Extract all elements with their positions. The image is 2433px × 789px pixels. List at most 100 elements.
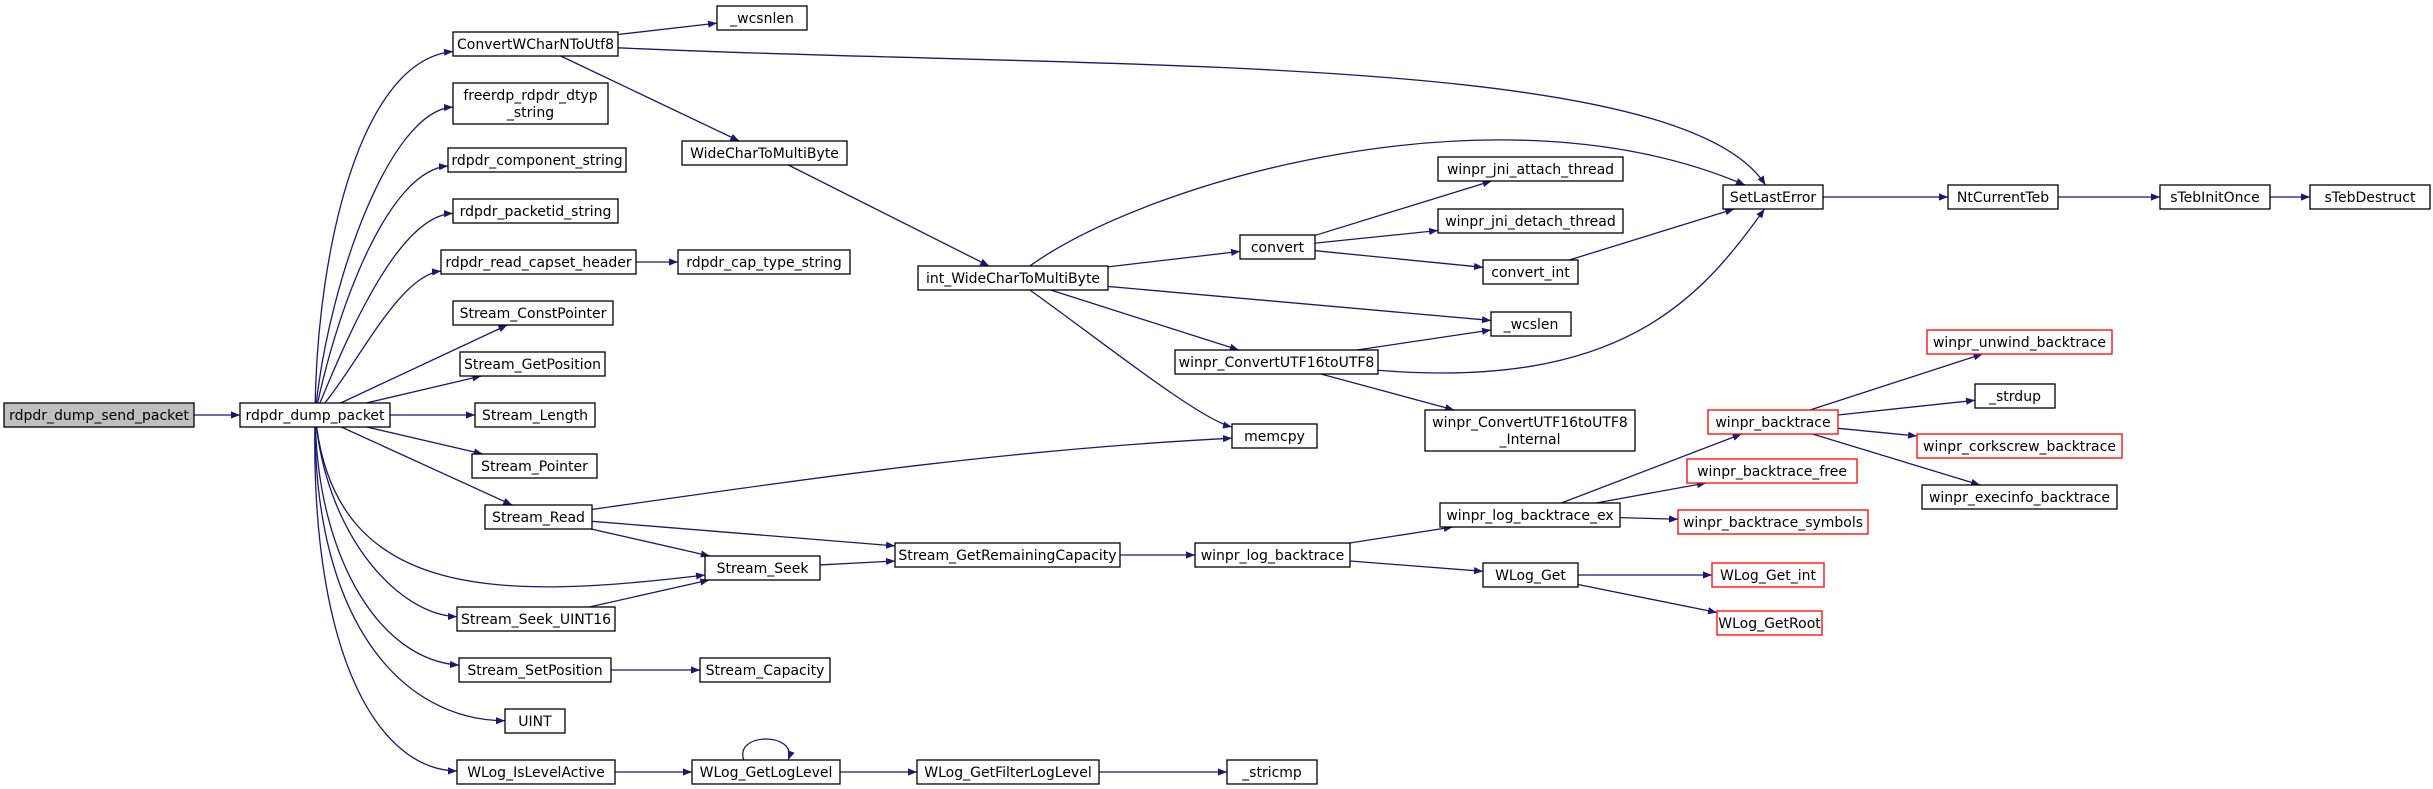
node-box — [699, 657, 831, 683]
node-label: winpr_ConvertUTF16toUTF8 — [1179, 355, 1375, 371]
edge-winpr_log_backtrace_ex-to-winpr_backtrace_symbols — [1619, 515, 1679, 523]
node-label: _wcsnlen — [729, 11, 794, 27]
node-winpr_log_backtrace[interactable]: winpr_log_backtrace — [1194, 542, 1351, 568]
node-label: winpr_backtrace_free — [1697, 464, 1847, 480]
edge-rdpdr_dump_packet-to-Stream_Seek — [315, 426, 706, 588]
edge — [1320, 373, 1455, 412]
node-SetLastError[interactable]: SetLastError — [1722, 184, 1824, 210]
node-_stricmp[interactable]: _stricmp — [1226, 759, 1318, 785]
node-_wcslen[interactable]: _wcslen — [1490, 311, 1572, 337]
node-label: rdpdr_dump_send_packet — [9, 408, 189, 424]
node-label: Stream_Read — [492, 510, 585, 526]
node-UINT[interactable]: UINT — [504, 708, 566, 734]
node-label: freerdp_rdpdr_dtyp — [463, 88, 597, 104]
node-Stream_Seek[interactable]: Stream_Seek — [704, 555, 821, 581]
edge-winpr_backtrace-to-_strdup — [1837, 397, 1976, 416]
edge-winpr_ConvertUTF16toUTF8-to-winpr_ConvertUTF16toUTF8_Internal — [1320, 373, 1455, 412]
node-label: UINT — [518, 714, 552, 730]
edge-int_WideCharToMultiByte-to-memcpy — [1029, 289, 1233, 429]
edge-winpr_backtrace-to-winpr_corkscrew_backtrace — [1837, 427, 1918, 439]
node-int_WideCharToMultiByte[interactable]: int_WideCharToMultiByte — [917, 265, 1109, 291]
node-ConvertWCharNToUtf8[interactable]: ConvertWCharNToUtf8 — [452, 31, 619, 57]
node-Stream_ConstPointer[interactable]: Stream_ConstPointer — [452, 300, 614, 326]
node-winpr_unwind_backtrace[interactable]: winpr_unwind_backtrace — [1926, 329, 2113, 355]
node-box — [1926, 329, 2113, 355]
node-WLog_GetLogLevel[interactable]: WLog_GetLogLevel — [691, 759, 841, 785]
edge — [1029, 289, 1233, 429]
node-winpr_jni_attach_thread[interactable]: winpr_jni_attach_thread — [1437, 156, 1624, 182]
node-winpr_log_backtrace_ex[interactable]: winpr_log_backtrace_ex — [1439, 502, 1621, 528]
node-rdpdr_dump_send_packet[interactable]: rdpdr_dump_send_packet — [3, 402, 195, 428]
node-label: _stricmp — [1241, 765, 1302, 781]
edge — [319, 210, 454, 404]
node-Stream_Length[interactable]: Stream_Length — [474, 402, 596, 428]
node-convert_int[interactable]: convert_int — [1482, 259, 1579, 285]
node-label: WLog_Get_int — [1720, 568, 1817, 584]
node-rdpdr_cap_type_string[interactable]: rdpdr_cap_type_string — [677, 249, 851, 275]
node-rdpdr_packetid_string[interactable]: rdpdr_packetid_string — [452, 198, 619, 224]
node-sTebInitOnce[interactable]: sTebInitOnce — [2159, 184, 2271, 210]
node-Stream_GetRemainingCapacity[interactable]: Stream_GetRemainingCapacity — [894, 542, 1121, 568]
edge-rdpdr_dump_packet-to-Stream_ConstPointer — [340, 324, 508, 404]
node-Stream_Read[interactable]: Stream_Read — [484, 504, 593, 530]
node-box — [1226, 759, 1318, 785]
node-label: WLog_GetRoot — [1718, 616, 1821, 632]
node-NtCurrentTeb[interactable]: NtCurrentTeb — [1947, 184, 2059, 210]
node-label: winpr_ConvertUTF16toUTF8 — [1432, 415, 1628, 431]
edge — [1349, 560, 1484, 575]
node-label: rdpdr_read_capset_header — [445, 255, 632, 271]
node-label: _strdup — [1988, 389, 2041, 405]
node-winpr_ConvertUTF16toUTF8[interactable]: winpr_ConvertUTF16toUTF8 — [1174, 349, 1379, 375]
edge — [1812, 433, 1981, 486]
node-Stream_SetPosition[interactable]: Stream_SetPosition — [458, 657, 612, 683]
node-Stream_GetPosition[interactable]: Stream_GetPosition — [459, 351, 606, 377]
node-convert[interactable]: convert — [1239, 234, 1316, 260]
node-WLog_GetFilterLogLevel[interactable]: WLog_GetFilterLogLevel — [916, 759, 1100, 785]
edge — [314, 426, 506, 725]
node-winpr_backtrace_free[interactable]: winpr_backtrace_free — [1686, 458, 1858, 484]
node-box — [1174, 349, 1379, 375]
node-Stream_Pointer[interactable]: Stream_Pointer — [471, 453, 598, 479]
node-box — [1947, 184, 2059, 210]
node-winpr_execinfo_backtrace[interactable]: winpr_execinfo_backtrace — [1921, 484, 2118, 510]
node-rdpdr_component_string[interactable]: rdpdr_component_string — [447, 147, 627, 173]
node-_wcsnlen[interactable]: _wcsnlen — [716, 5, 808, 31]
node-winpr_ConvertUTF16toUTF8_Internal[interactable]: winpr_ConvertUTF16toUTF8_Internal — [1424, 409, 1636, 452]
node-box — [452, 198, 619, 224]
node-Stream_Seek_UINT16[interactable]: Stream_Seek_UINT16 — [456, 606, 616, 632]
edge-Stream_Read-to-Stream_Seek — [591, 528, 710, 558]
node-sTebDestruct[interactable]: sTebDestruct — [2309, 184, 2431, 210]
node-WLog_Get_int[interactable]: WLog_Get_int — [1711, 562, 1825, 588]
node-_strdup[interactable]: _strdup — [1974, 383, 2056, 409]
edge — [1050, 289, 1240, 351]
edge — [1377, 208, 1766, 374]
node-box — [484, 504, 593, 530]
node-winpr_corkscrew_backtrace[interactable]: winpr_corkscrew_backtrace — [1916, 433, 2123, 459]
node-WLog_Get[interactable]: WLog_Get — [1482, 562, 1579, 588]
node-winpr_backtrace[interactable]: winpr_backtrace — [1707, 409, 1839, 435]
node-winpr_backtrace_symbols[interactable]: winpr_backtrace_symbols — [1677, 509, 1869, 535]
edge-winpr_ConvertUTF16toUTF8-to-_wcslen — [1356, 327, 1492, 351]
node-WLog_GetRoot[interactable]: WLog_GetRoot — [1716, 610, 1823, 636]
edge-rdpdr_dump_packet-to-Stream_Pointer — [366, 426, 484, 456]
node-Stream_Capacity[interactable]: Stream_Capacity — [699, 657, 831, 683]
node-WideCharToMultiByte[interactable]: WideCharToMultiByte — [681, 140, 848, 166]
edge — [1107, 248, 1241, 268]
node-box — [691, 759, 841, 785]
edge — [589, 578, 710, 608]
node-box — [456, 759, 616, 785]
node-box — [459, 351, 606, 377]
node-rdpdr_read_capset_header[interactable]: rdpdr_read_capset_header — [440, 249, 637, 275]
node-rdpdr_dump_packet[interactable]: rdpdr_dump_packet — [239, 402, 391, 428]
node-box — [1194, 542, 1351, 568]
node-winpr_jni_detach_thread[interactable]: winpr_jni_detach_thread — [1437, 208, 1624, 234]
node-label: WLog_GetFilterLogLevel — [924, 765, 1091, 781]
node-freerdp_rdpdr_dtyp_string[interactable]: freerdp_rdpdr_dtyp_string — [452, 82, 609, 125]
node-memcpy[interactable]: memcpy — [1231, 423, 1318, 449]
node-WLog_IsLevelActive[interactable]: WLog_IsLevelActive — [456, 759, 616, 785]
node-label: winpr_jni_attach_thread — [1447, 162, 1614, 178]
edge — [316, 163, 449, 404]
node-box — [2159, 184, 2271, 210]
node-box — [1439, 502, 1621, 528]
edge-convert-to-convert_int — [1314, 250, 1484, 271]
